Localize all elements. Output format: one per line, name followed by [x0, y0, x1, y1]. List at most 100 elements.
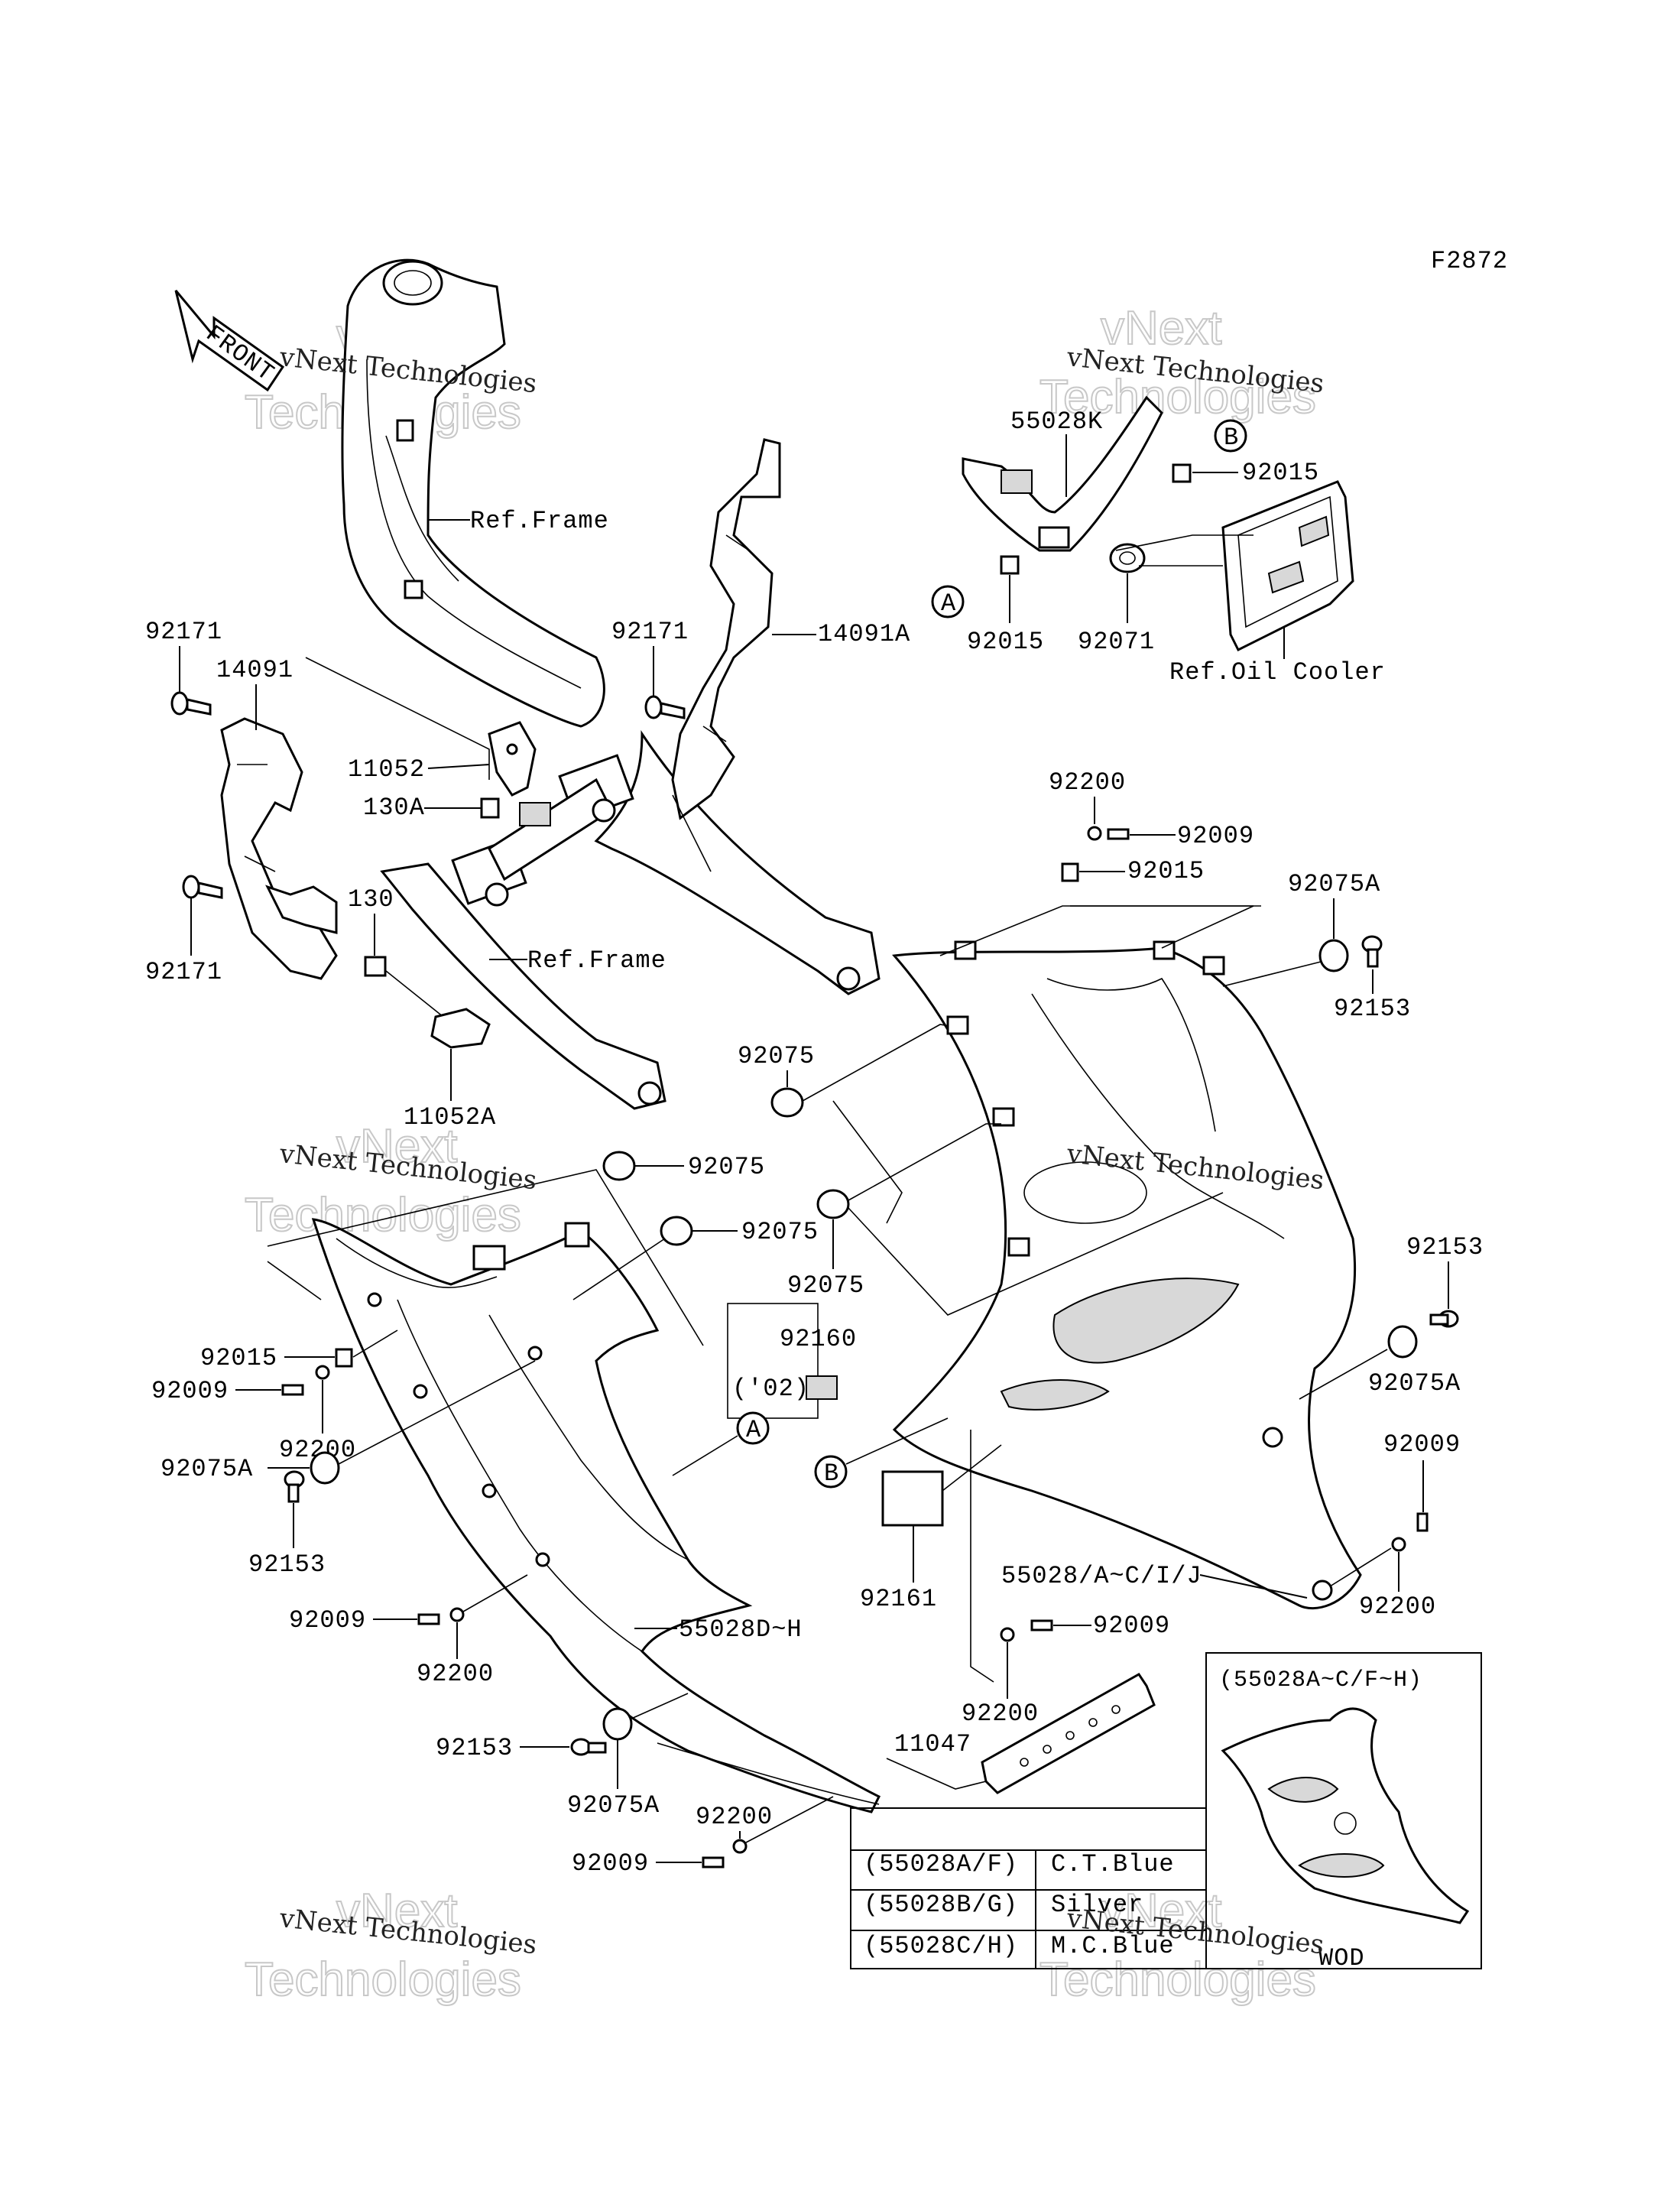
inset-wod: (55028A~C/F~H) WOD [1205, 1652, 1482, 1972]
part-55028K [962, 395, 1163, 552]
bolt-130A [480, 797, 500, 819]
label-92075-l2: 92075 [741, 1218, 819, 1246]
label-55028DH: 55028D~H [679, 1615, 803, 1644]
color-row-1-code: (55028A/F) [864, 1850, 1018, 1878]
label-92009-right: 92009 [1383, 1430, 1461, 1459]
collar-92015-l [335, 1348, 353, 1368]
front-arrow: FRONT [174, 290, 285, 392]
label-92200-right: 92200 [1359, 1592, 1436, 1621]
ref-oil-cooler-label: Ref.Oil Cooler [1169, 658, 1386, 687]
grommet-92075A-top [1318, 939, 1349, 972]
label-92009-top: 92009 [1177, 822, 1254, 850]
label-92075A-l: 92075A [161, 1455, 253, 1483]
label-92200-b3: 92200 [696, 1803, 773, 1831]
bracket-14091 [220, 717, 338, 980]
label-130A: 130A [363, 794, 425, 822]
bracket-11052 [488, 721, 537, 797]
color-row-2-code: (55028B/G) [864, 1891, 1018, 1919]
ref-frame-lower-label: Ref.Frame [527, 946, 666, 975]
screw-92009-right [1416, 1512, 1429, 1532]
callout-b-bottom-label: B [824, 1459, 839, 1488]
label-92009-b1: 92009 [1093, 1612, 1170, 1640]
label-92153-right: 92153 [1406, 1233, 1484, 1261]
washer-92200-top [1087, 826, 1102, 841]
inset-note: WOD [1318, 1944, 1365, 1972]
fairing-left-lower [311, 1218, 881, 1813]
color-row-2-color: Silver [1051, 1891, 1143, 1919]
bolt-92171-left-top [170, 691, 212, 716]
label-92015-l: 92015 [200, 1344, 277, 1372]
label-11047: 11047 [894, 1730, 971, 1758]
label-92200-b1: 92200 [962, 1700, 1039, 1728]
washer-92200-right [1391, 1537, 1406, 1552]
watermark-big-5a: vNext [336, 1885, 457, 1937]
label-92153-l: 92153 [248, 1550, 326, 1579]
grommet-92075A-l [310, 1451, 340, 1485]
label-92009-b3: 92009 [572, 1849, 649, 1878]
grommet-92075-mid [770, 1087, 804, 1118]
bolt-92171-mid [644, 695, 686, 719]
grommet-92075A-right [1387, 1325, 1418, 1359]
callout-a-top [931, 585, 965, 618]
label-11052A: 11052A [404, 1103, 496, 1131]
label-92161: 92161 [860, 1585, 937, 1613]
label-92171-left-bottom: 92171 [145, 958, 222, 986]
label-11052: 11052 [348, 755, 425, 784]
label-92200-b2: 92200 [417, 1660, 494, 1688]
washer-92200-b1 [1000, 1627, 1015, 1642]
upper-frame-ref [341, 258, 605, 728]
collar-92015-b [1172, 463, 1192, 483]
figure-code: F2872 [1431, 247, 1508, 275]
inset-title: (55028A~C/F~H) [1219, 1667, 1422, 1693]
lower-frame-ref [380, 730, 881, 1110]
ref-frame-upper-label: Ref.Frame [470, 507, 609, 535]
screw-92153-top [1361, 935, 1383, 968]
callout-b-top-label: B [1224, 424, 1239, 452]
label-92075A-b: 92075A [567, 1791, 660, 1820]
screw-92153-b [570, 1738, 607, 1756]
grommet-92075-center [816, 1189, 850, 1219]
callout-b-bottom [814, 1455, 848, 1489]
label-92015-top: 92015 [1127, 857, 1205, 885]
fairing-right-main [892, 940, 1362, 1610]
label-92009-l: 92009 [151, 1377, 229, 1405]
label-92200-top: 92200 [1049, 768, 1126, 797]
washer-92200-l [315, 1365, 330, 1380]
label-92075A-right: 92075A [1368, 1369, 1461, 1398]
label-92075-mid: 92075 [738, 1042, 815, 1070]
label-14091A: 14091A [818, 620, 910, 648]
label-92015-a: 92015 [967, 628, 1044, 656]
label-92153-top: 92153 [1334, 995, 1411, 1023]
color-row-1-color: C.T.Blue [1051, 1850, 1175, 1878]
watermark-big-5b: Technologies [245, 1953, 521, 2006]
screw-92009-b1 [1030, 1619, 1053, 1631]
washer-92200-b2 [449, 1607, 465, 1622]
watermark-big-3b: Technologies [245, 1189, 521, 1242]
watermark-big-2b: Technologies [1039, 371, 1316, 424]
callout-a-top-label: A [941, 589, 956, 618]
watermark-big-6a: vNext [1101, 1885, 1221, 1937]
collar-92015-top [1061, 862, 1079, 882]
label-92171-left-top: 92171 [145, 618, 222, 646]
label-92171-mid: 92171 [611, 618, 689, 646]
washer-92200-b3 [732, 1839, 748, 1854]
label-55028K: 55028K [1010, 407, 1103, 436]
nut-130 [364, 956, 387, 977]
box-92160 [727, 1303, 838, 1419]
label-92075-center: 92075 [787, 1271, 864, 1300]
grommet-92075-l1 [602, 1151, 636, 1181]
grommet-92075-l2 [660, 1216, 693, 1246]
grommet-92075A-b [602, 1707, 633, 1741]
label-55028-main: 55028/A~C/I/J [1001, 1562, 1202, 1590]
color-row-3-color: M.C.Blue [1051, 1932, 1175, 1960]
label-92075A-top: 92075A [1288, 870, 1380, 898]
label-92071: 92071 [1078, 628, 1155, 656]
label-02: ('02) [732, 1375, 809, 1403]
callout-a-bottom [736, 1411, 770, 1445]
label-92160: 92160 [780, 1325, 857, 1353]
color-row-3-code: (55028C/H) [864, 1932, 1018, 1960]
screw-92009-b2 [417, 1613, 440, 1625]
label-92153-b: 92153 [436, 1734, 513, 1762]
front-arrow-label: FRONT [200, 320, 279, 388]
